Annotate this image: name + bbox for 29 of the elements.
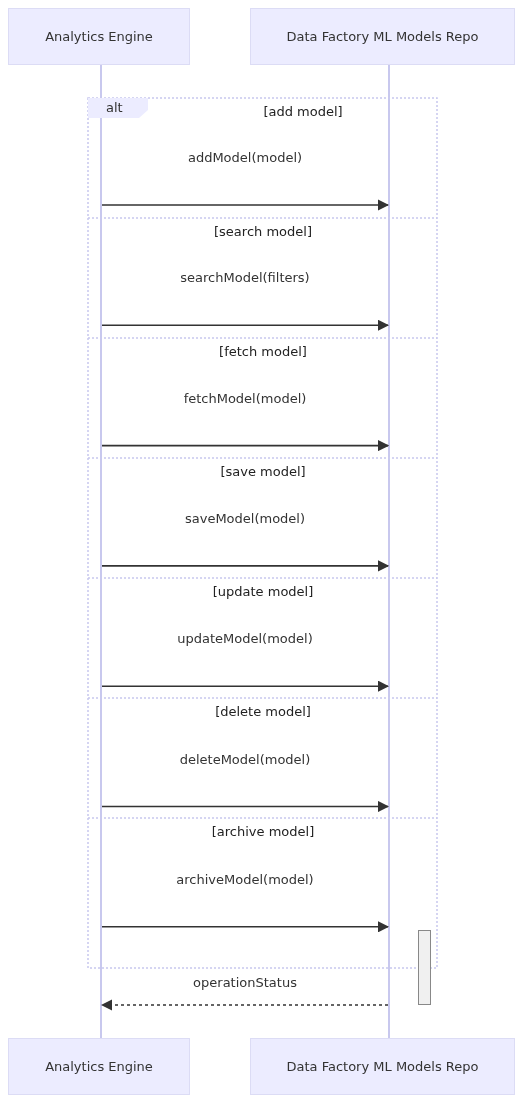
participant-box: Analytics Engine (8, 1038, 190, 1095)
message-arrow (101, 199, 390, 211)
message-label: fetchModel(model) (181, 390, 309, 406)
guard-condition: [search model] (212, 224, 314, 239)
message-arrow (101, 560, 390, 572)
message-arrow (101, 921, 390, 933)
message-arrow (101, 800, 390, 813)
guard-condition: [update model] (210, 584, 316, 599)
message-label: operationStatus (191, 975, 299, 990)
guard-condition: [delete model] (213, 704, 313, 719)
message-label: updateModel(model) (175, 631, 315, 647)
message-label: deleteModel(model) (177, 751, 313, 767)
guard-condition: [save model] (218, 464, 308, 479)
message-arrow (101, 680, 390, 692)
activation-bar (418, 930, 431, 1005)
guard-condition: [fetch model] (217, 344, 309, 359)
message-arrow (101, 440, 390, 452)
participant-box: Analytics Engine (8, 8, 190, 65)
message-label: archiveModel(model) (174, 871, 316, 887)
guard-condition: [add model] (261, 104, 345, 119)
message-arrow (100, 999, 389, 1011)
participant-box: Data Factory ML Models Repo (250, 8, 515, 65)
fragment-tab: alt (88, 98, 148, 118)
message-label: searchModel(filters) (178, 270, 312, 286)
lifeline (100, 65, 102, 1038)
lifeline (388, 65, 390, 1038)
participant-box: Data Factory ML Models Repo (250, 1038, 515, 1095)
guard-condition: [archive model] (209, 824, 317, 839)
message-arrow (101, 319, 390, 331)
